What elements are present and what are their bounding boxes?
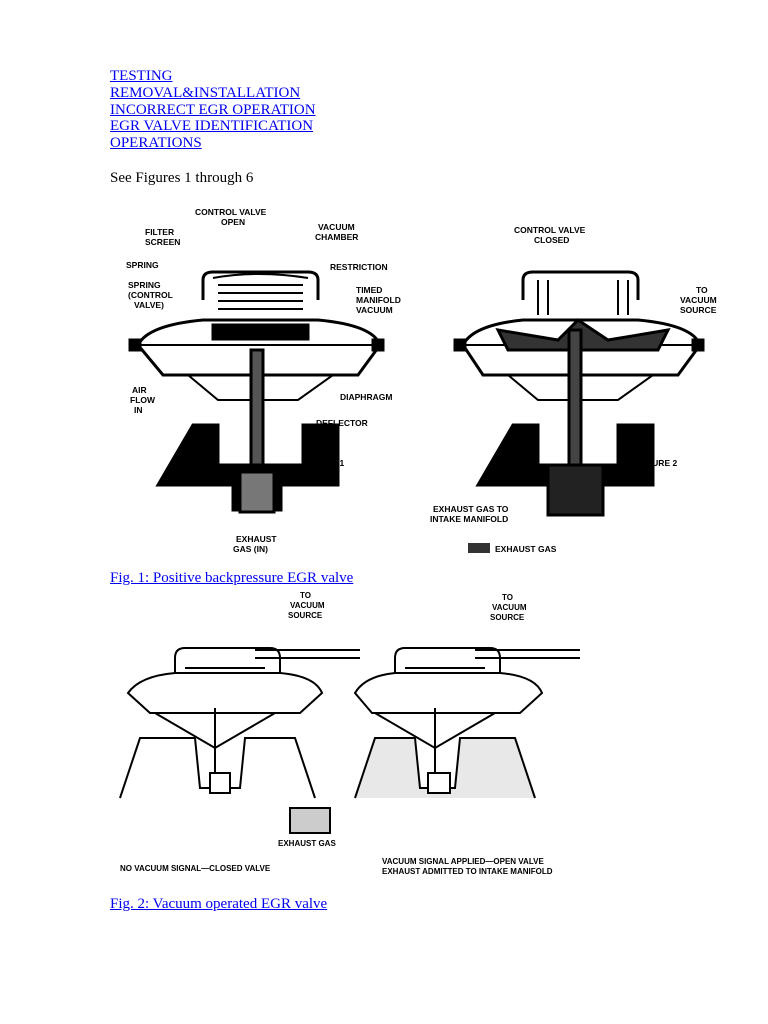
link-egr-valve-identification[interactable]: EGR VALVE IDENTIFICATION <box>110 118 314 135</box>
label-no-vacuum-signal: NO VACUUM SIGNAL—CLOSED VALVE <box>120 864 271 873</box>
svg-text:(CONTROL: (CONTROL <box>128 290 173 300</box>
label-air-flow: AIR <box>132 385 147 395</box>
svg-text:SCREEN: SCREEN <box>145 237 180 247</box>
section-nav: TESTING REMOVAL&INSTALLATION INCORRECT E… <box>110 68 316 152</box>
figure-2-diagram: TO VACUUM SOURCE TO VACUUM SOURCE EXHAUS… <box>119 591 580 876</box>
label-filter-screen: FILTER <box>145 227 174 237</box>
figure-2-caption[interactable]: Fig. 2: Vacuum operated EGR valve <box>110 896 328 912</box>
label-spring: SPRING <box>126 260 159 270</box>
figure-1-caption[interactable]: Fig. 1: Positive backpressure EGR valve <box>110 570 354 586</box>
label-to-vacuum-right: TO <box>502 593 513 602</box>
label-vacuum-signal-applied: VACUUM SIGNAL APPLIED—OPEN VALVE <box>382 857 544 866</box>
svg-text:VACUUM: VACUUM <box>680 295 717 305</box>
label-control-valve-closed: CONTROL VALVE <box>514 225 586 235</box>
svg-text:SOURCE: SOURCE <box>680 305 717 315</box>
link-testing[interactable]: TESTING <box>110 68 173 84</box>
link-removal-installation[interactable]: REMOVAL&INSTALLATION <box>110 84 301 101</box>
svg-text:OPEN: OPEN <box>221 217 245 227</box>
link-operations[interactable]: OPERATIONS <box>110 135 202 152</box>
svg-text:GAS (IN): GAS (IN) <box>233 544 268 554</box>
svg-text:INTAKE MANIFOLD: INTAKE MANIFOLD <box>430 514 508 524</box>
svg-text:VACUUM: VACUUM <box>356 305 393 315</box>
label-timed-manifold: TIMED <box>356 285 382 295</box>
label-exhaust-gas-legend: EXHAUST GAS <box>495 544 557 554</box>
svg-text:SOURCE: SOURCE <box>490 613 525 622</box>
label-exhaust-gas: EXHAUST GAS <box>278 839 336 848</box>
valve-left <box>128 270 385 514</box>
label-exhaust-to-intake: EXHAUST GAS TO <box>433 504 509 514</box>
label-spring-control: SPRING <box>128 280 161 290</box>
svg-text:VALVE): VALVE) <box>134 300 164 310</box>
valve-right <box>453 270 705 517</box>
svg-text:VACUUM: VACUUM <box>492 603 527 612</box>
svg-text:MANIFOLD: MANIFOLD <box>356 295 401 305</box>
label-vacuum-chamber: VACUUM <box>318 222 355 232</box>
svg-text:CLOSED: CLOSED <box>534 235 569 245</box>
label-to-vacuum-left: TO <box>300 591 311 600</box>
svg-text:SOURCE: SOURCE <box>288 611 323 620</box>
label-deflector: DEFLECTOR <box>316 418 368 428</box>
label-to-vacuum: TO <box>696 285 708 295</box>
vacuum-valve-left <box>119 647 360 799</box>
svg-text:EXHAUST ADMITTED TO INTAKE MAN: EXHAUST ADMITTED TO INTAKE MANIFOLD <box>382 867 553 876</box>
svg-text:CHAMBER: CHAMBER <box>315 232 358 242</box>
link-incorrect-egr-operation[interactable]: INCORRECT EGR OPERATION <box>110 101 316 118</box>
svg-text:IN: IN <box>134 405 143 415</box>
figure-1-diagram: CONTROL VALVE OPEN FILTER SCREEN SPRING … <box>126 207 717 554</box>
label-figure2: FIGURE 2 <box>638 458 677 468</box>
label-figure1: FIGURE 1 <box>305 458 344 468</box>
label-exhaust-in: EXHAUST <box>236 534 277 544</box>
label-control-valve-open: CONTROL VALVE <box>195 207 267 217</box>
intro-text: See Figures 1 through 6 <box>110 170 254 186</box>
svg-text:FLOW: FLOW <box>130 395 156 405</box>
label-diaphragm: DIAPHRAGM <box>340 392 392 402</box>
label-restriction: RESTRICTION <box>330 262 388 272</box>
svg-text:VACUUM: VACUUM <box>290 601 325 610</box>
vacuum-valve-right <box>353 647 580 799</box>
